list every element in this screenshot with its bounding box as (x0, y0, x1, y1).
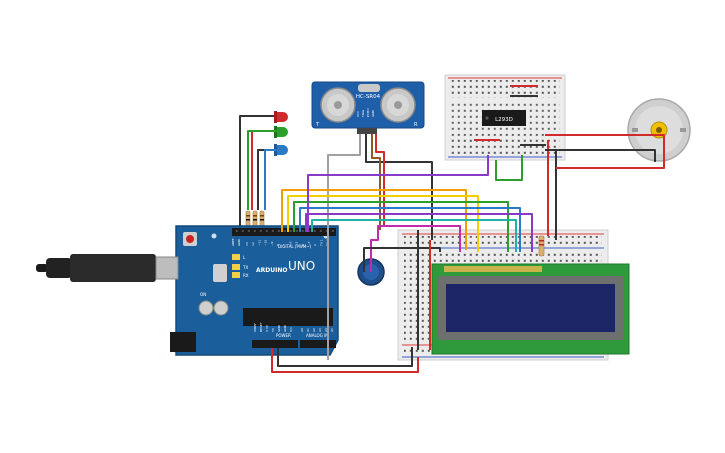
l293d-chip[interactable]: L293D (482, 110, 526, 126)
power-pin-label-6: Vin (289, 327, 293, 332)
gnd-label: GND (237, 238, 241, 246)
power-pin-label-1: RESET (259, 322, 263, 332)
board-on-label: ON (200, 292, 206, 297)
lcd-header-pins (444, 266, 542, 272)
analog-pin-label-0: A0 (300, 328, 304, 332)
sensor-pin-trig: TRIG (361, 109, 365, 118)
power-pin-label-4: GND (277, 324, 281, 332)
sensor-right-mark: R (414, 122, 418, 128)
arduino-uno[interactable]: L TX RX ON ARDUINO UNO DIGITAL (PWM~) PO… (170, 225, 339, 356)
board-led-l: L (243, 255, 246, 260)
sensor-left-mark: T (315, 122, 320, 128)
board-brand: ARDUINO (256, 267, 287, 274)
analog-pin-label-1: A1 (306, 328, 310, 332)
lcd-display[interactable] (431, 263, 630, 355)
analog-pin-label-2: A2 (312, 328, 316, 332)
digital-pin-label-8: ~5 (295, 241, 299, 246)
analog-header-label: ANALOG IN (306, 333, 328, 338)
digital-pin-label-9: 4 (301, 244, 305, 246)
chip-label: L293D (495, 117, 513, 123)
aref-label: AREF (231, 238, 235, 246)
wires (239, 85, 665, 373)
board-led-tx: TX (242, 265, 248, 270)
analog-pin-label-4: A4 (324, 328, 328, 332)
digital-pin-label-0: 13 (245, 242, 249, 246)
digital-pin-label-5: 8 (276, 244, 280, 246)
digital-pin-label-11: 2 (313, 244, 317, 246)
analog-pin-label-3: A3 (318, 328, 322, 332)
sensor-pin-gnd: GND (371, 109, 375, 117)
analog-pin-label-5: A5 (330, 328, 334, 332)
power-pin-label-0: IOREF (253, 323, 257, 332)
ultrasonic-sensor[interactable]: HC-SR04 T R VCC TRIG ECHO GND (311, 81, 425, 134)
power-pin-label-5: GND (283, 324, 287, 332)
digital-pin-label-10: ~3 (307, 241, 311, 246)
lcd-screen (446, 284, 615, 332)
sensor-pin-echo: ECHO (366, 108, 370, 117)
digital-pin-label-6: 7 (282, 244, 286, 246)
digital-pin-label-4: ~9 (270, 241, 274, 246)
mini-breadboard (444, 74, 566, 161)
power-header-label: POWER (276, 333, 291, 338)
power-pin-label-2: 3.3V (265, 324, 269, 332)
digital-pin-label-1: 12 (251, 242, 255, 246)
sensor-pin-vcc: VCC (356, 111, 360, 117)
digital-pin-label-2: ~11 (257, 240, 261, 246)
digital-pin-label-7: ~6 (288, 241, 292, 246)
led-red[interactable] (274, 111, 288, 123)
board-led-rx: RX (243, 273, 249, 278)
digital-pin-label-12: TX 1 (319, 239, 323, 247)
power-pin-label-3: 5V (271, 327, 275, 332)
sensor-model: HC-SR04 (356, 94, 381, 100)
digital-header-label: DIGITAL (PWM~) (278, 244, 312, 249)
board-model: UNO (288, 259, 315, 273)
dc-jack-icon (170, 332, 196, 352)
dc-motor-icon[interactable] (627, 98, 691, 162)
usb-plug-icon[interactable] (36, 254, 179, 282)
digital-pin-label-3: ~10 (264, 240, 268, 246)
